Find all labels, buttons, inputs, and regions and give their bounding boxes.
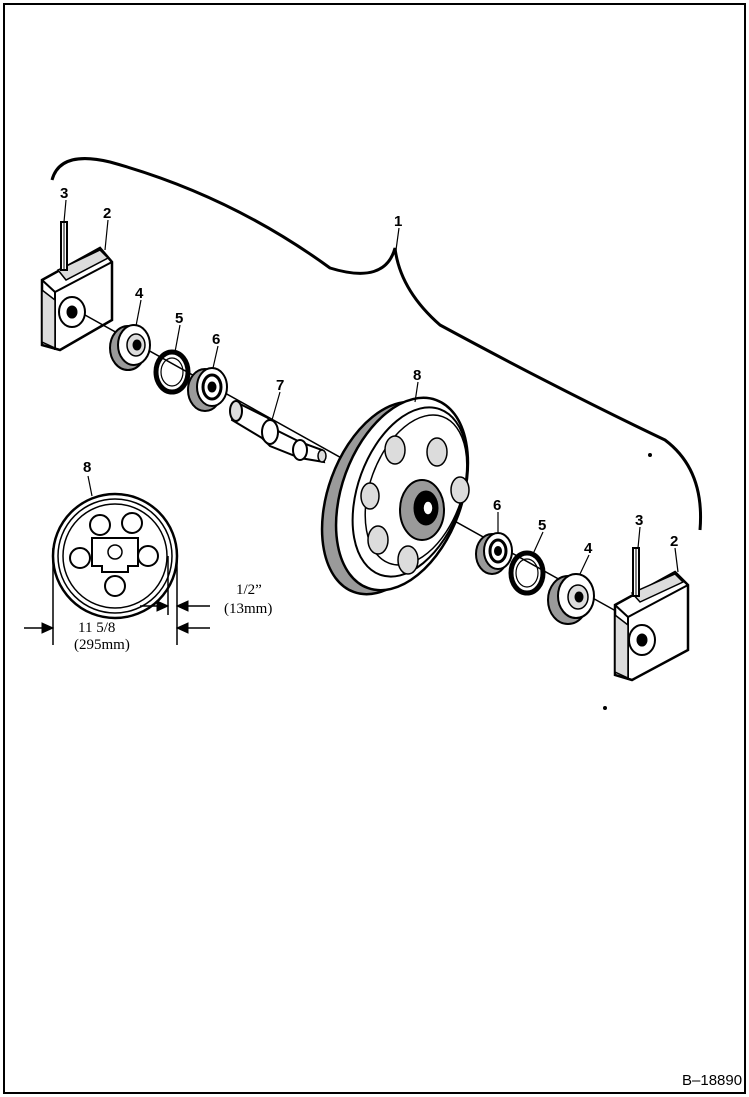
callout-6-right: 6 bbox=[493, 497, 501, 514]
dimension-lines bbox=[24, 548, 210, 645]
left-bracket bbox=[40, 246, 114, 352]
assembly-brace bbox=[50, 157, 703, 531]
callout-5-left: 5 bbox=[175, 310, 183, 327]
left-retaining-ring bbox=[153, 349, 191, 395]
left-bearing bbox=[187, 367, 228, 412]
callout-8-main: 8 bbox=[413, 367, 421, 384]
left-seal bbox=[109, 324, 151, 371]
callout-6-left: 6 bbox=[212, 331, 220, 348]
callout-4-left: 4 bbox=[135, 285, 144, 302]
right-retaining-ring bbox=[508, 550, 546, 596]
right-seal bbox=[547, 573, 595, 625]
diameter-inches-label: 11 5/8 bbox=[78, 620, 115, 636]
right-bearing bbox=[475, 532, 513, 575]
stray-mark bbox=[648, 453, 652, 457]
callout-7: 7 bbox=[276, 377, 284, 394]
callout-4-right: 4 bbox=[584, 540, 593, 557]
shaft bbox=[229, 400, 327, 464]
figure-id: B–18890 bbox=[682, 1072, 742, 1089]
left-pin bbox=[60, 221, 68, 271]
right-pin bbox=[632, 547, 640, 597]
wear-mm-label: (13mm) bbox=[224, 601, 272, 617]
callout-8-detail: 8 bbox=[83, 459, 91, 476]
right-bracket bbox=[613, 570, 690, 682]
callout-2-left: 2 bbox=[103, 205, 111, 222]
wheel-detail-view bbox=[51, 492, 179, 620]
stray-mark bbox=[603, 706, 607, 710]
diameter-mm-label: (295mm) bbox=[74, 637, 130, 653]
wear-inches-label: 1/2” bbox=[236, 582, 262, 598]
callout-5-right: 5 bbox=[538, 517, 546, 534]
callout-3-left: 3 bbox=[60, 185, 68, 202]
callout-3-right: 3 bbox=[635, 512, 643, 529]
idler-wheel bbox=[320, 396, 470, 596]
callout-2-right: 2 bbox=[670, 533, 678, 550]
callout-1: 1 bbox=[394, 213, 402, 230]
